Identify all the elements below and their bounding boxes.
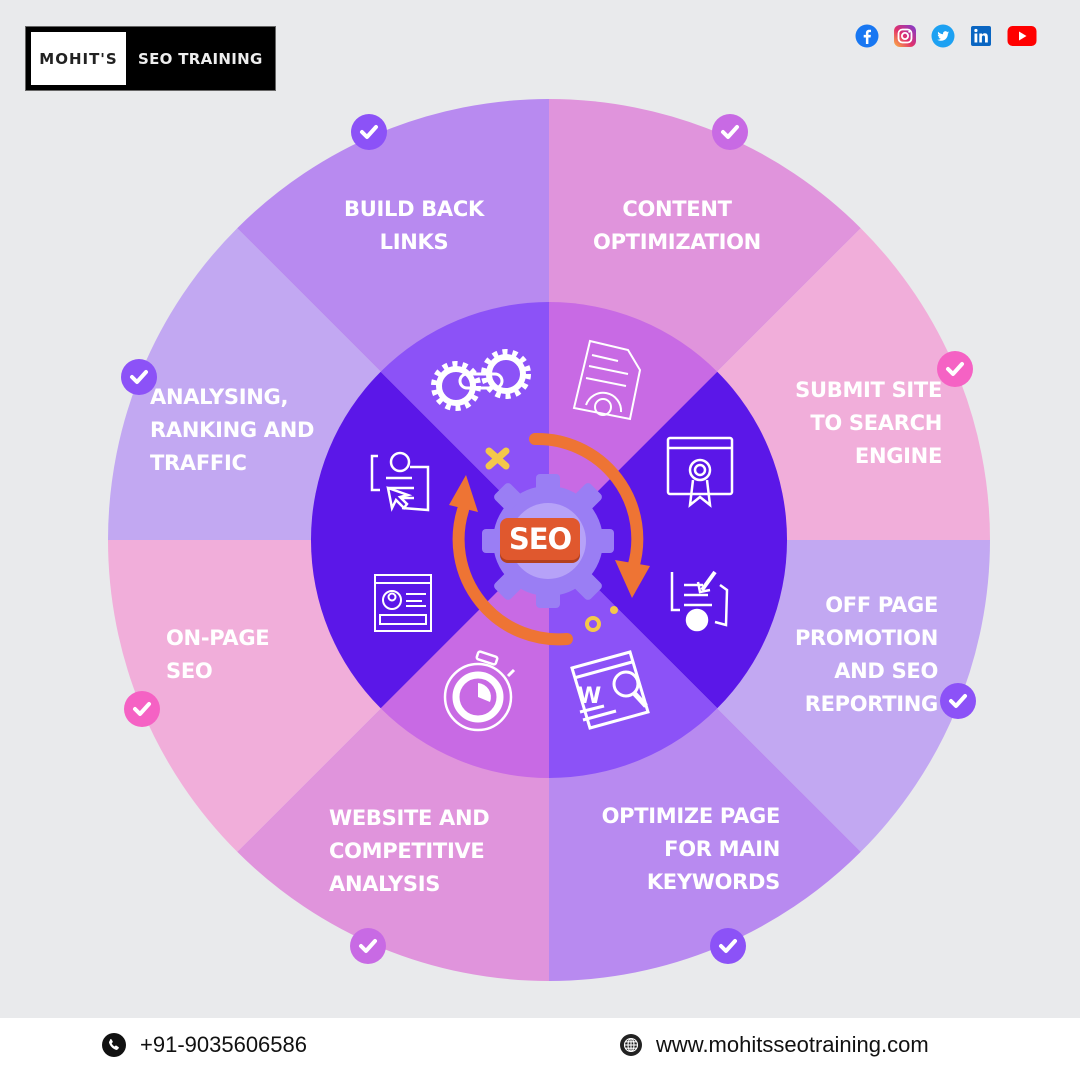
check-icon-on-page-seo: [124, 691, 160, 727]
download-report-icon: [670, 570, 729, 632]
ranking-badge-icon: [666, 436, 734, 508]
label-optimize-page: OPTIMIZE PAGE FOR MAIN KEYWORDS: [601, 804, 781, 894]
linkedin-icon[interactable]: [969, 24, 993, 48]
sparkle-icon: [485, 447, 510, 470]
check-icon-website-analysis: [350, 928, 386, 964]
phone-number: +91-9035606586: [140, 1032, 307, 1057]
label-analysing-ranking: ANALYSING, RANKING AND TRAFFIC: [150, 385, 315, 475]
check-icon-build-back-links: [351, 114, 387, 150]
logo-left-text: MOHIT'S: [31, 32, 126, 85]
instagram-icon[interactable]: [893, 24, 917, 48]
globe-icon: [620, 1034, 642, 1056]
seo-center-badge: SEO: [500, 518, 580, 560]
keyword-search-icon: W: [570, 650, 650, 730]
label-off-page-promotion: OFF PAGE PROMOTION AND SEO REPORTING: [794, 593, 938, 716]
stopwatch-chart-icon: [443, 650, 516, 732]
contact-footer: +91-9035606586 www.mohitsseotraining.com: [0, 1018, 1080, 1080]
check-icon-analysing-ranking: [121, 359, 157, 395]
check-icon-optimize-page: [710, 928, 746, 964]
phone-icon: [102, 1033, 126, 1057]
label-on-page-seo: ON-PAGE SEO: [166, 626, 270, 683]
check-icon-off-page: [940, 683, 976, 719]
label-website-analysis: WEBSITE AND COMPETITIVE ANALYSIS: [329, 806, 490, 896]
svg-text:W: W: [577, 684, 601, 709]
user-click-icon: [370, 451, 430, 512]
brand-logo: MOHIT'S SEO TRAINING: [25, 26, 276, 91]
check-icon-content-optimization: [712, 114, 748, 150]
profile-page-icon: [374, 574, 432, 632]
twitter-icon[interactable]: [931, 24, 955, 48]
phone-contact[interactable]: +91-9035606586: [102, 1032, 307, 1058]
logo-right-text: SEO TRAINING: [138, 49, 263, 68]
facebook-icon[interactable]: [855, 24, 879, 48]
label-build-back-links: BUILD BACK LINKS: [344, 197, 484, 254]
label-content-optimization: CONTENT OPTIMIZATION: [593, 197, 761, 254]
youtube-icon[interactable]: [1007, 24, 1037, 48]
document-gear-icon: [572, 339, 642, 421]
label-submit-site: SUBMIT SITE TO SEARCH ENGINE: [795, 378, 942, 468]
social-links: [855, 24, 1037, 48]
website-contact[interactable]: www.mohitsseotraining.com: [620, 1032, 929, 1058]
check-icon-submit-site: [937, 351, 973, 387]
link-gears-icon: [431, 349, 531, 411]
website-url: www.mohitsseotraining.com: [656, 1032, 929, 1057]
